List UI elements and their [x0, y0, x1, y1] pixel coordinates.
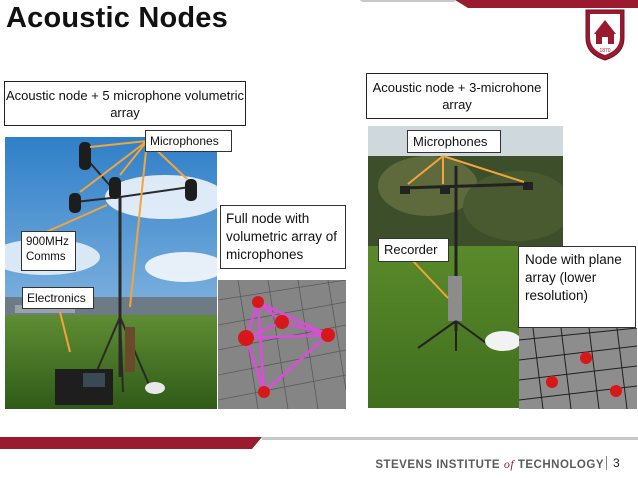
label-node-plane: Node with plane array (lower resolution) [518, 246, 636, 328]
university-seal-icon: 1870 [585, 9, 625, 61]
brand-of: of [503, 457, 515, 471]
page-number: 3 [606, 456, 620, 470]
page-title: Acoustic Nodes [6, 2, 228, 34]
label-full-node: Full node with volumetric array of micro… [220, 205, 346, 269]
label-microphones-left: Microphones [145, 130, 232, 152]
brand-name: STEVENS INSTITUTE [375, 459, 504, 471]
label-recorder: Recorder [378, 238, 449, 262]
seal-year: 1870 [599, 48, 610, 54]
header-gray-bar [360, 0, 455, 2]
left-caption: Acoustic node + 5 microphone volumetric … [4, 81, 246, 126]
label-electronics: Electronics [22, 287, 94, 309]
left-node-photo [5, 137, 217, 409]
label-comms: 900MHz Comms [21, 231, 76, 271]
header-decoration [360, 0, 638, 8]
plane-array-render [519, 328, 637, 409]
label-microphones-right: Microphones [407, 130, 501, 153]
header-accent-bar [455, 0, 638, 8]
brand-name-end: TECHNOLOGY [514, 459, 604, 471]
right-caption: Acoustic node + 3-microhone array [366, 73, 548, 119]
footer-brand: STEVENS INSTITUTE of TECHNOLOGY [375, 457, 604, 472]
footer-bar [0, 437, 638, 449]
volumetric-array-render [218, 280, 346, 409]
